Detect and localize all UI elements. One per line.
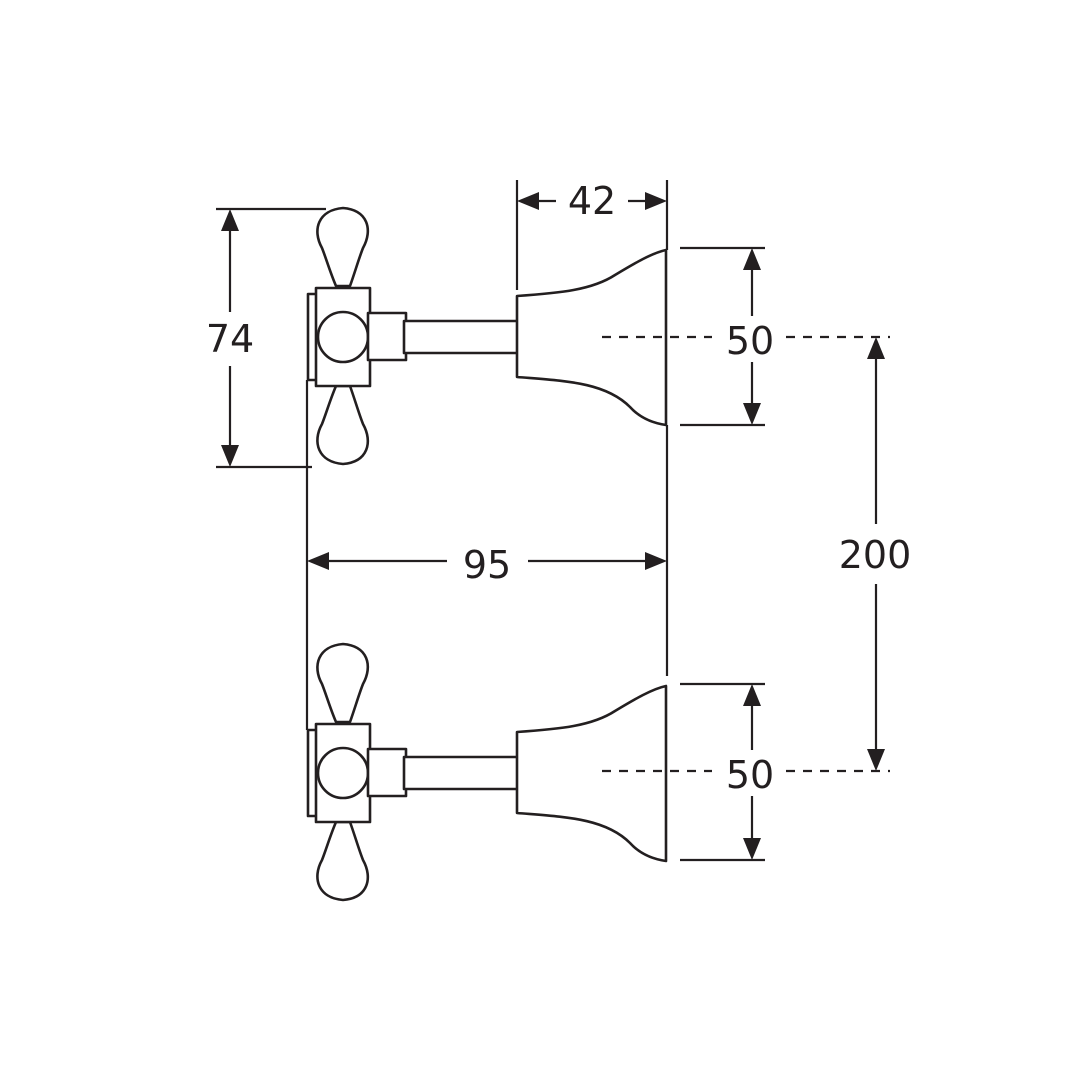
dimension-label-50-bottom: 50 bbox=[726, 753, 774, 797]
dimension-label-50-top: 50 bbox=[726, 319, 774, 363]
centre-lines bbox=[602, 335, 890, 773]
dimension-label-42: 42 bbox=[568, 179, 616, 223]
dimension-outlet-bottom: 50 bbox=[726, 684, 774, 860]
dimension-outlet-top: 50 bbox=[726, 248, 774, 425]
extension-lines bbox=[216, 180, 765, 862]
dimension-centres: 200 bbox=[839, 337, 912, 771]
dimension-spout-length: 42 bbox=[517, 179, 667, 223]
dimension-label-95: 95 bbox=[463, 543, 511, 587]
upper-tap bbox=[306, 206, 668, 466]
dimension-handle-height: 74 bbox=[206, 209, 254, 467]
dimension-label-200: 200 bbox=[839, 533, 912, 577]
dimension-projection: 95 bbox=[307, 543, 667, 587]
lower-tap bbox=[306, 642, 668, 902]
dimension-label-74: 74 bbox=[206, 317, 254, 361]
